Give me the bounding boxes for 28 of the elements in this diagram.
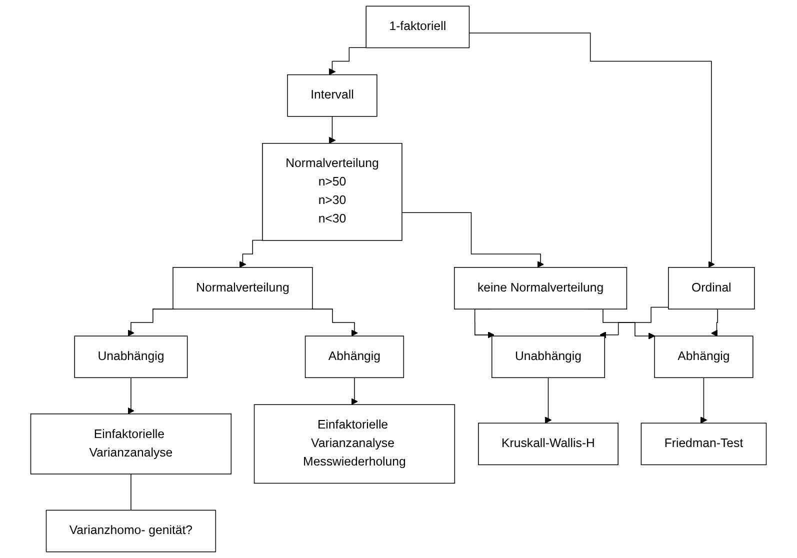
arrow: [310, 308, 358, 336]
node-box: Abhängig: [654, 336, 754, 378]
node-box: Ordinal: [668, 267, 755, 310]
node-box: Kruskall-Wallis-H: [478, 422, 618, 466]
arrow: [544, 377, 552, 424]
arrow: [328, 116, 336, 144]
arrow: [128, 377, 134, 414]
node-box: 1-faktoriell: [366, 6, 470, 48]
node-box: keine Normalverteilung: [454, 267, 628, 310]
arrow: [328, 47, 366, 76]
node-box: Varianzhomo- genität?: [46, 510, 216, 552]
node-box: Einfaktorielle Varianzanalyse Messwiederholung: [254, 404, 456, 484]
node-box: Friedman-Test: [640, 422, 767, 466]
node-box: Einfaktorielle Varianzanalyse: [30, 414, 232, 474]
node-box: Unabhängig: [74, 336, 188, 378]
arrow: [402, 212, 544, 268]
node-box: Normalverteilung n>50 n>30 n<30: [262, 142, 402, 241]
node-box: Intervall: [287, 74, 378, 117]
arrow: [468, 32, 715, 268]
arrow: [351, 377, 358, 405]
node-box: Abhängig: [304, 336, 404, 378]
arrow: [700, 377, 708, 424]
arrow: [710, 308, 718, 337]
node-box: Normalverteilung: [172, 267, 313, 310]
connector: [130, 474, 132, 511]
arrow: [239, 240, 263, 268]
node-box: Unabhängig: [492, 336, 605, 378]
arrow: [600, 306, 669, 338]
